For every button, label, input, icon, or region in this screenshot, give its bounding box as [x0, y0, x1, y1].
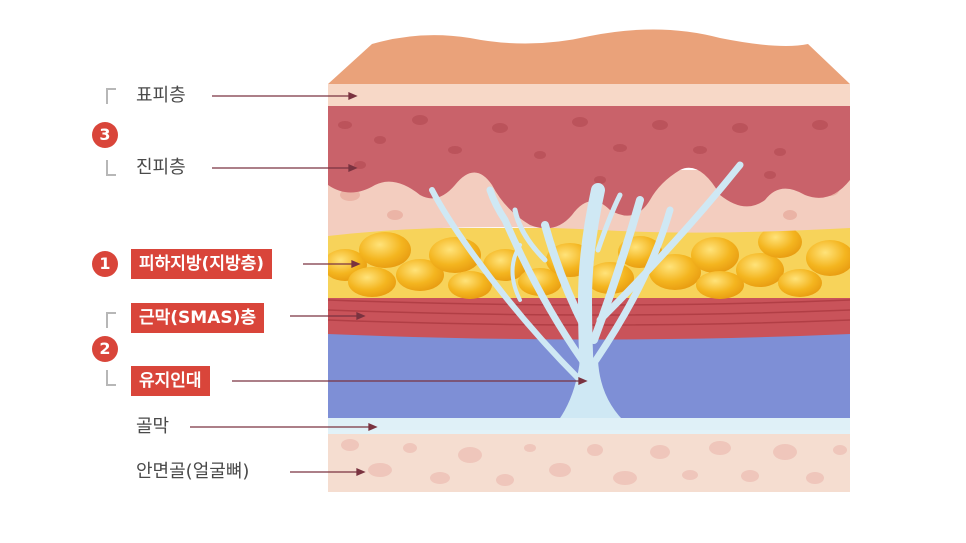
label-dermis: 진피층 [136, 157, 186, 178]
bracket-2-top [106, 312, 116, 328]
bracket-2-bottom [106, 370, 116, 386]
skin-surface [328, 29, 850, 84]
label-smas: 근막(SMAS)층 [131, 303, 265, 333]
dermis-texture [338, 115, 828, 184]
bracket-3-top [106, 88, 116, 104]
bracket-3-bottom [106, 160, 116, 176]
dermis-layer [328, 104, 850, 229]
label-retaining-ligament: 유지인대 [131, 366, 210, 396]
bone-pores [341, 439, 847, 486]
badge-1: 1 [92, 251, 118, 277]
ligament-root [555, 360, 628, 425]
badge-3: 3 [92, 122, 118, 148]
leader-lines [190, 92, 588, 476]
label-epidermis: 표피층 [136, 85, 186, 106]
epidermis-layer [328, 84, 850, 106]
label-periosteum: 골막 [136, 416, 170, 437]
label-facial-bone: 안면골(얼굴뼈) [136, 461, 250, 482]
label-subcutaneous-fat: 피하지방(지방층) [131, 249, 273, 279]
badge-2: 2 [92, 336, 118, 362]
bone-layer [328, 425, 850, 492]
